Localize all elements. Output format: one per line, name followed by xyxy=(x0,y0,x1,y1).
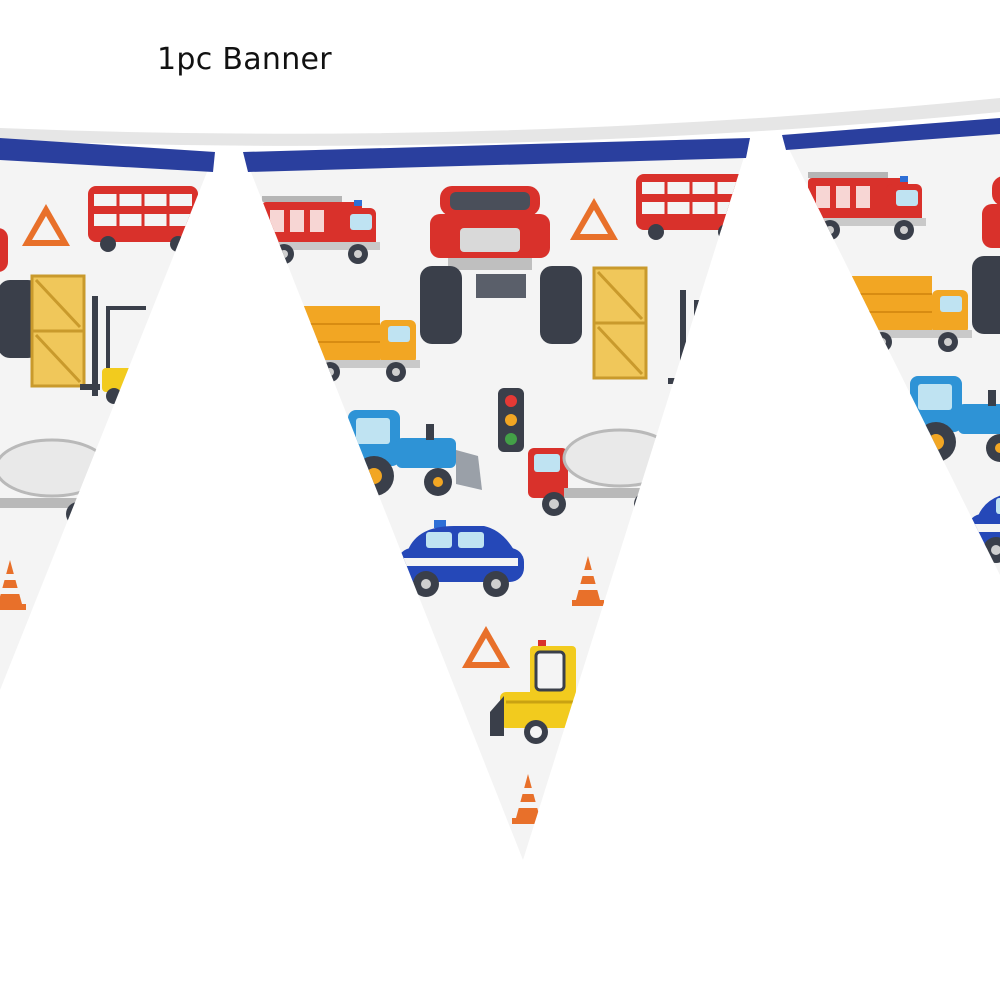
traffic-light-icon xyxy=(498,388,524,452)
banner-caption: 1pc Banner xyxy=(157,42,332,77)
pennant-left xyxy=(0,138,215,690)
pennant-center xyxy=(243,138,750,860)
pennant-right xyxy=(782,118,1000,575)
crate-icon xyxy=(30,274,86,388)
banner-string xyxy=(0,98,1000,146)
crate-icon xyxy=(592,266,648,380)
